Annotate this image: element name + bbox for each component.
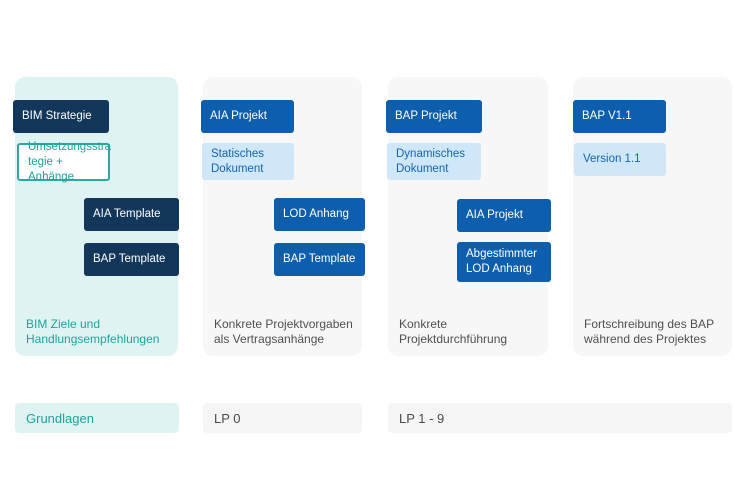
footer-lp0: LP 0 bbox=[203, 403, 362, 433]
caption-fortschreibung: Fortschreibung des BAP während des Proje… bbox=[584, 317, 715, 346]
box-statisches-dokument: Statisches Dokument bbox=[202, 143, 294, 180]
box-aia-projekt: AIA Projekt bbox=[201, 100, 294, 133]
box-dynamisches-dokument: Dynamisches Dokument bbox=[387, 143, 481, 180]
box-aia-projekt-abgestimmt: AIA Projekt bbox=[457, 199, 551, 232]
box-bim-strategie: BIM Strategie bbox=[13, 100, 109, 133]
caption-bim-ziele: BIM Ziele und Handlungsempfehlungen bbox=[26, 317, 160, 346]
box-bap-template-projekt: BAP Template bbox=[274, 243, 365, 276]
box-bap-projekt: BAP Projekt bbox=[386, 100, 482, 133]
box-bap-template: BAP Template bbox=[84, 243, 179, 276]
box-aia-template: AIA Template bbox=[84, 198, 179, 231]
panel-bim-strategie: BIM Strategie Umsetzungsstra tegie + Anh… bbox=[13, 77, 179, 356]
panel-projektdurchfuehrung: BAP Projekt Dynamisches Dokument AIA Pro… bbox=[386, 77, 551, 356]
box-bap-v1-1: BAP V1.1 bbox=[573, 100, 666, 133]
caption-projektdurchfuehrung: Konkrete Projektdurchführung bbox=[399, 317, 508, 346]
footer-lp1-9: LP 1 - 9 bbox=[388, 403, 732, 433]
panel-vertragsanhaenge: AIA Projekt Statisches Dokument LOD Anha… bbox=[201, 77, 365, 356]
caption-projektvorgaben: Konkrete Projektvorgaben als Vertragsanh… bbox=[214, 317, 353, 346]
box-umsetzungsstrategie: Umsetzungsstra tegie + Anhänge bbox=[17, 141, 111, 183]
box-version-1-1: Version 1.1 bbox=[574, 143, 666, 176]
box-lod-anhang: LOD Anhang bbox=[274, 198, 365, 231]
box-abgestimmter-lod-anhang: Abgestimmter LOD Anhang bbox=[457, 242, 551, 282]
panel-bap-fortschreibung: BAP V1.1 Version 1.1 Fortschreibung des … bbox=[573, 77, 732, 356]
footer-grundlagen: Grundlagen bbox=[15, 403, 179, 433]
